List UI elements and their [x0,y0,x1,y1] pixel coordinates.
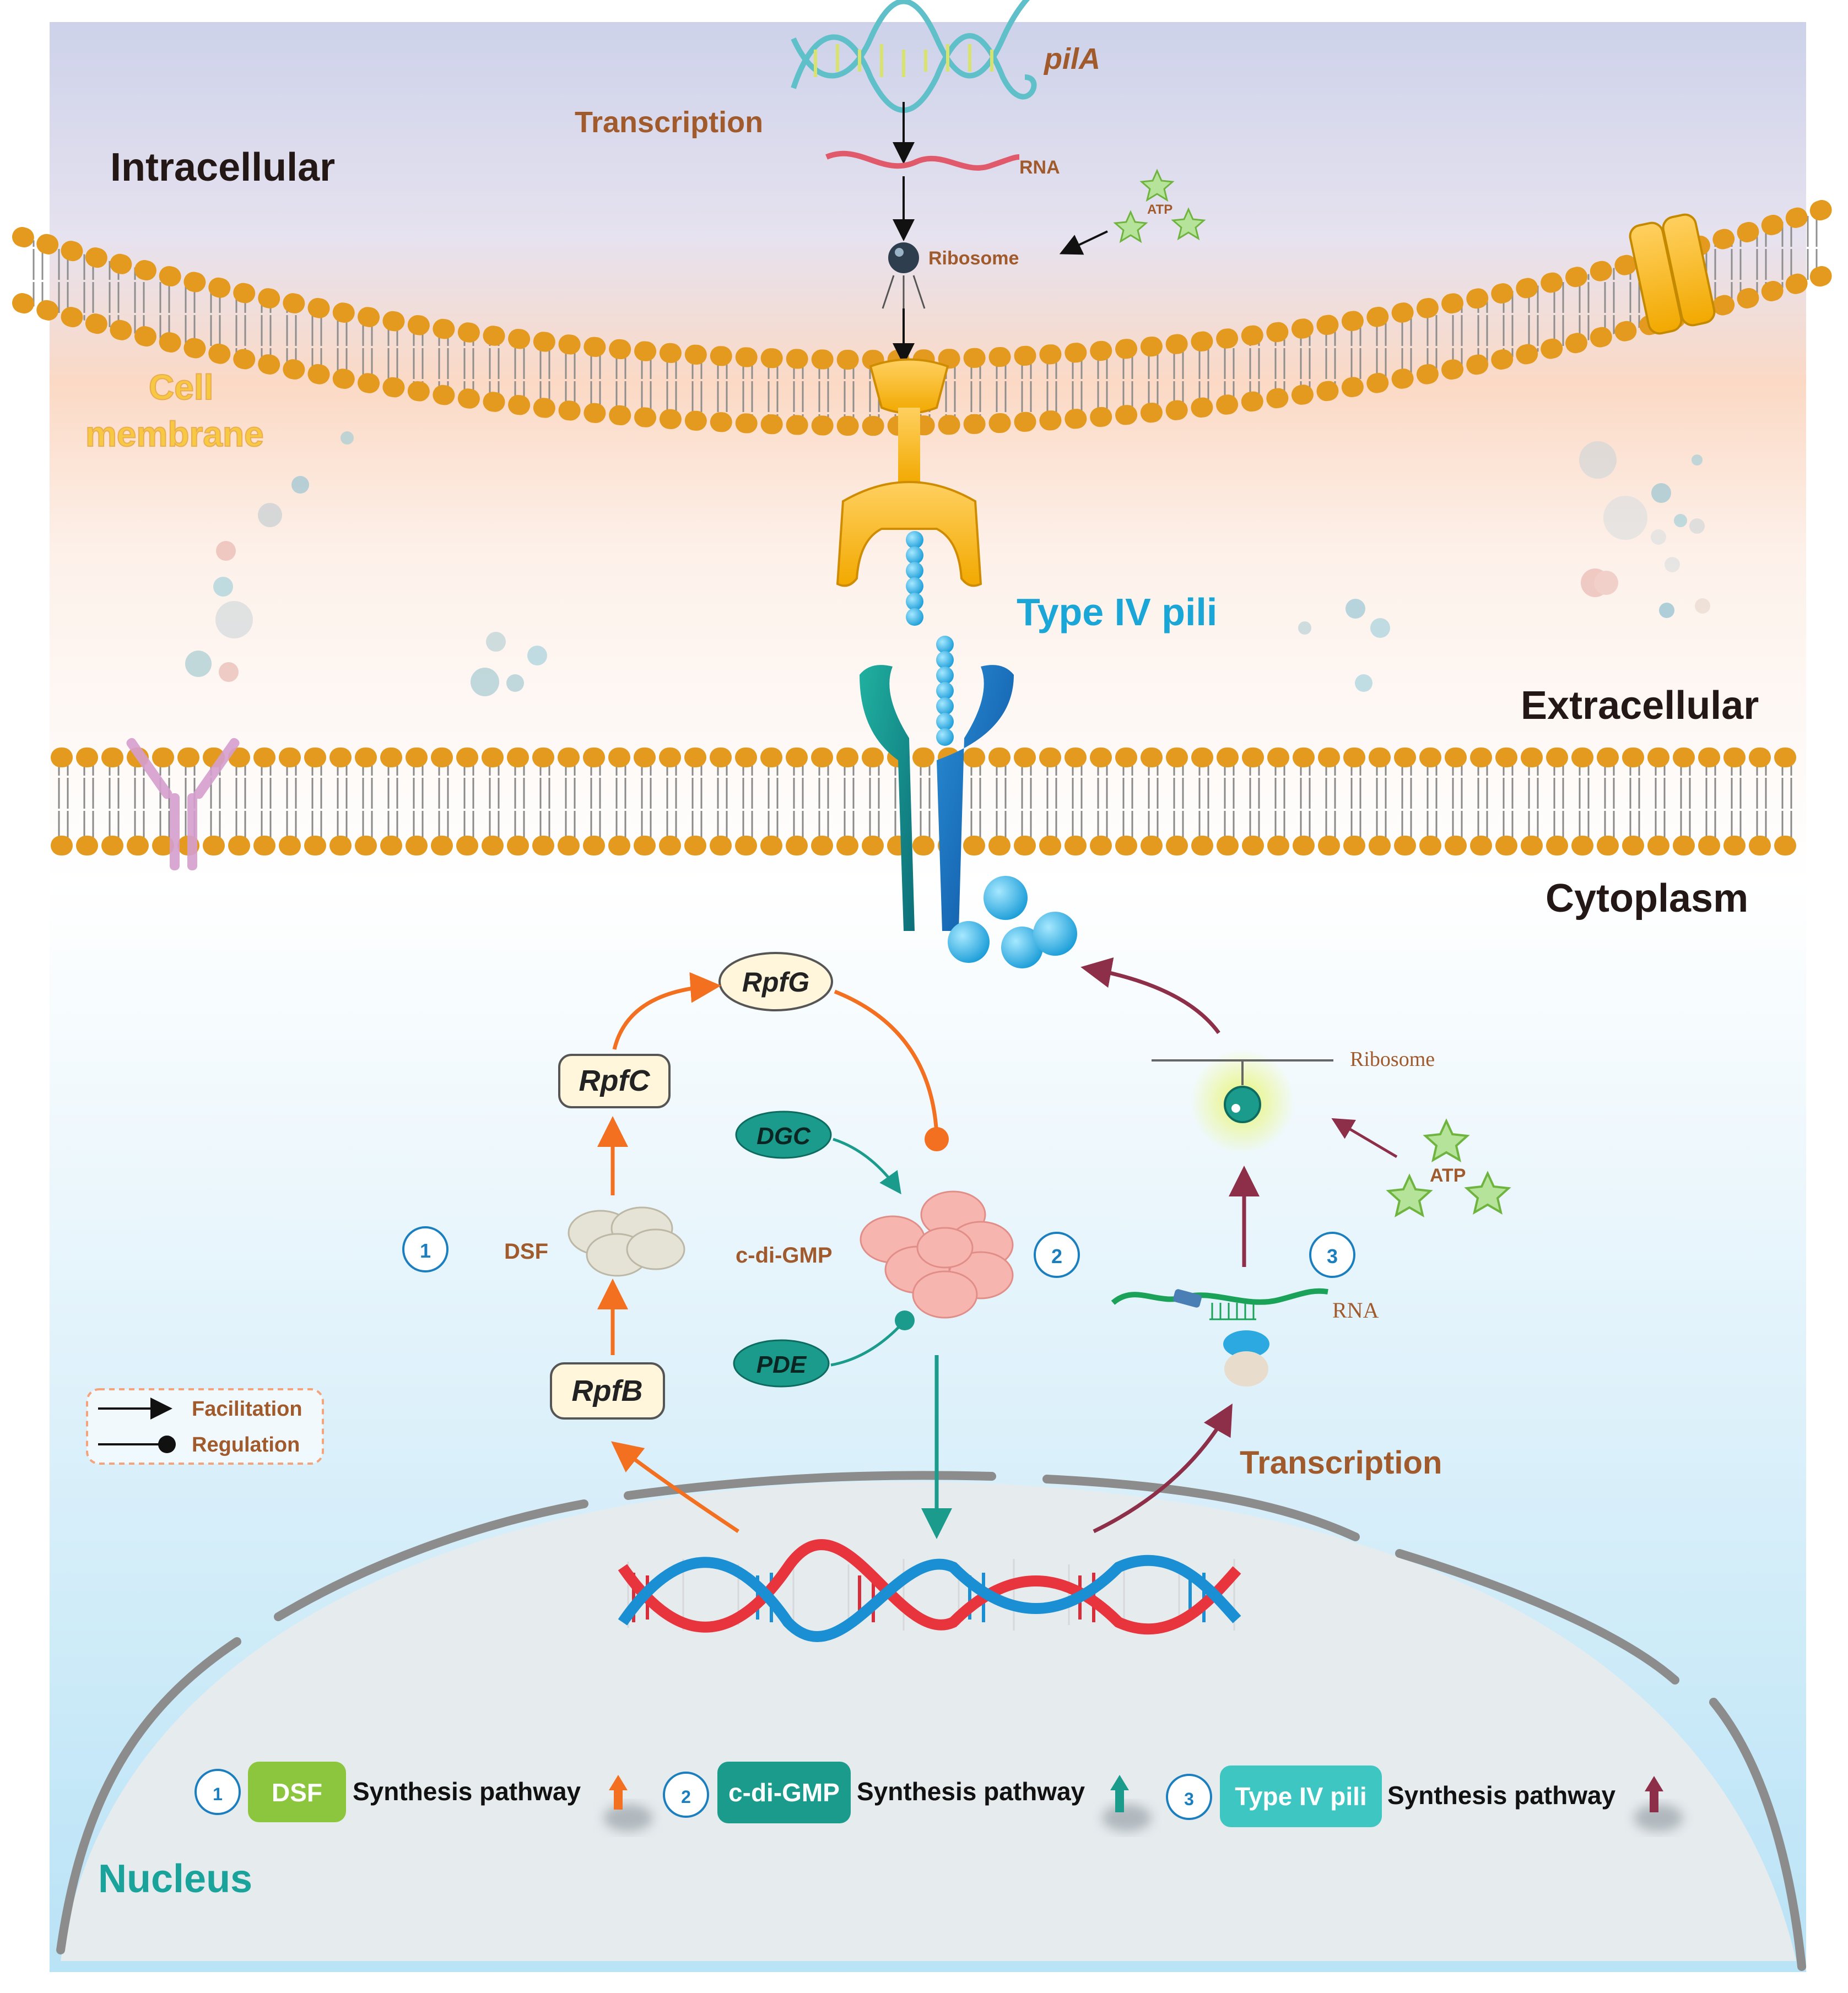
rpfc-to-rpfg-arrow [612,972,721,1050]
nucleus-dna-helix [618,1539,1241,1642]
rpfc-box: RpfC [558,1054,671,1108]
cytoplasm-label: Cytoplasm [1546,876,1748,920]
legend-regulation-dot [158,1436,176,1453]
svg-text:RpfB: RpfB [572,1374,643,1407]
svg-text:2: 2 [681,1787,691,1807]
dsf-molecules-icon [568,1206,685,1277]
top-atp-label: ATP [1147,202,1172,217]
cdigmp-molecules-icon [860,1190,1014,1319]
vesicles [185,431,1710,696]
right-atp-stars-icon [1386,1118,1511,1218]
svg-text:Synthesis pathway: Synthesis pathway [1387,1781,1616,1810]
nucleus-shape [61,1481,1796,1961]
cell-membrane-label-line1: Cell [149,367,213,407]
pila-dna-helix [791,0,1037,113]
membrane-channel-protein [1629,213,1716,335]
bottom-transcription-label: Transcription [1240,1445,1442,1481]
pila-gene-label: pilA [1043,42,1100,75]
svg-text:RpfC: RpfC [579,1064,651,1097]
right-rna-strand [1111,1288,1328,1305]
top-ribosome-icon [882,242,926,309]
nucleus-label: Nucleus [98,1857,252,1901]
svg-text:c-di-GMP: c-di-GMP [728,1778,840,1807]
svg-text:2: 2 [1051,1245,1062,1268]
legend-regulation-label: Regulation [192,1433,300,1456]
svg-text:RpfG: RpfG [742,967,809,998]
rpfg-box: RpfG [718,952,833,1011]
key-item-2: 2 c-di-GMP Synthesis pathway [663,1762,1152,1832]
rna-ladder [1209,1303,1256,1320]
top-transcription-label: Transcription [575,106,763,139]
svg-text:DGC: DGC [757,1123,811,1150]
key-row: 1 DSF Synthesis pathway 2 c-di-GMP Synth… [194,1762,1683,1832]
rpfg-regulation-dot [925,1127,949,1151]
top-ribosome-label: Ribosome [928,248,1019,269]
pde-regulation-dot [895,1310,915,1330]
svg-text:1: 1 [420,1239,431,1262]
rpfb-box: RpfB [550,1362,665,1420]
pilus-fiber-top [906,531,923,626]
svg-text:3: 3 [1327,1245,1338,1268]
extracellular-label: Extracellular [1521,684,1759,728]
svg-text:Synthesis pathway: Synthesis pathway [353,1777,581,1806]
dsf-label: DSF [504,1239,548,1264]
key-2-up-arrow [1110,1775,1129,1812]
polymerase-icon [1223,1330,1269,1387]
bottom-membrane [51,748,1814,855]
intracellular-label: Intracellular [110,145,335,189]
right-atp-label: ATP [1430,1165,1466,1186]
pde-regulation-line [830,1321,905,1367]
atp-to-ribosome-arrow [1059,230,1108,255]
top-atp-stars-icon [1113,169,1206,243]
type-iv-pili-label: Type IV pili [1017,591,1217,633]
right-rna-label: RNA [1332,1298,1379,1323]
marker-1: 1 [402,1226,449,1272]
top-rna-strand [825,150,1020,171]
pilin-subunits [948,876,1077,968]
right-ribosome-icon [1152,1049,1333,1154]
marker-2: 2 [1034,1232,1080,1278]
key-item-1: 1 DSF Synthesis pathway [194,1762,653,1832]
cdigmp-label: c-di-GMP [736,1243,833,1268]
dgc-enzyme: DGC [735,1111,832,1159]
dgc-to-cdigmp-arrow [833,1138,901,1195]
dna-to-transcription-arrow [1093,1403,1233,1534]
svg-text:3: 3 [1184,1789,1194,1809]
svg-text:Type IV pili: Type IV pili [1235,1782,1366,1811]
atp-to-ribosome-arrow-right [1331,1118,1398,1158]
pde-enzyme: PDE [733,1339,830,1388]
rna-tag [1173,1289,1202,1308]
svg-text:Synthesis pathway: Synthesis pathway [857,1777,1085,1806]
ribosome-to-pilin-arrow [1080,957,1220,1035]
cell-membrane-label-line2: membrane [85,414,264,454]
key-1-up-arrow [609,1775,628,1810]
pilus-secretin-complex [860,636,1014,931]
legend-facilitation-label: Facilitation [192,1398,302,1421]
rpfg-regulation-line [834,989,939,1135]
dna-to-rpfb-arrow [610,1441,739,1533]
secretion-machinery [836,358,982,587]
svg-text:PDE: PDE [757,1351,807,1378]
upper-background [50,22,1806,881]
right-ribosome-label: Ribosome [1350,1048,1435,1071]
nuclear-envelope [56,1471,1806,1971]
svg-text:1: 1 [213,1784,223,1804]
key-3-up-arrow [1645,1776,1663,1812]
legend: Facilitation Regulation [86,1388,324,1465]
svg-text:DSF: DSF [272,1778,322,1807]
marker-3: 3 [1309,1232,1355,1278]
key-item-3: 3 Type IV pili Synthesis pathway [1166,1765,1683,1832]
membrane-receptor [126,738,240,870]
top-rna-label: RNA [1019,157,1060,178]
